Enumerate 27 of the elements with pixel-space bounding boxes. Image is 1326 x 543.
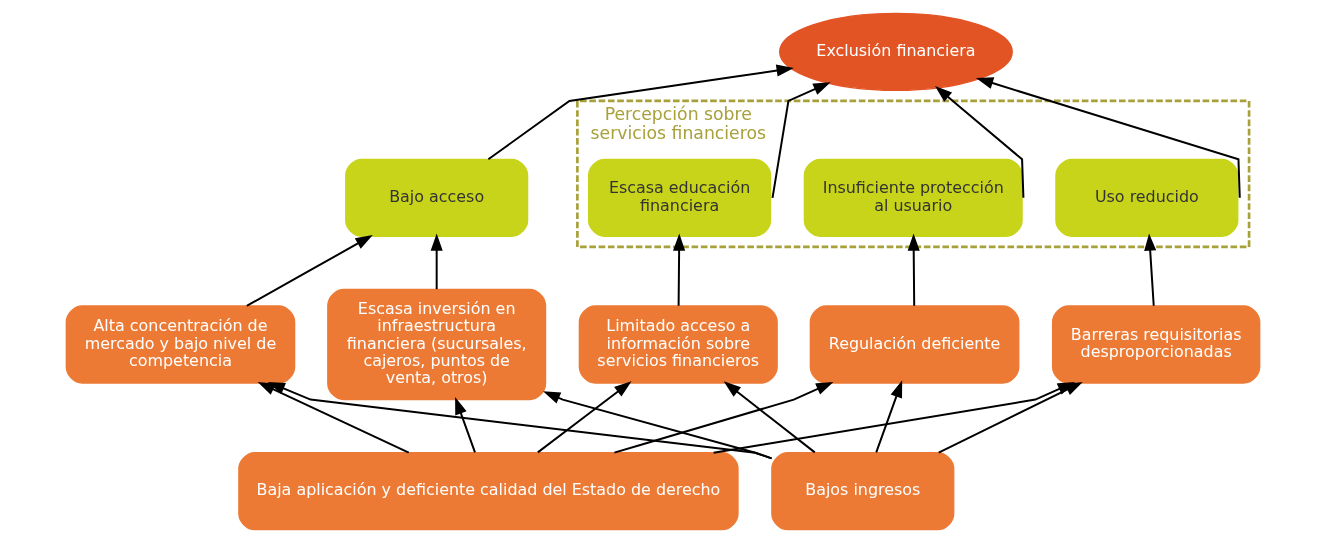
node-box: Limitado acceso a información sobre servicios financieros xyxy=(578,305,778,384)
arrow xyxy=(267,381,773,460)
node-box: Baja aplicación y deficiente calidad del Estado de derecho xyxy=(238,452,739,531)
node-box: Regulación deficiente xyxy=(809,305,1020,384)
arrow xyxy=(455,397,476,454)
node-box: Escasa educación financiera xyxy=(588,158,772,237)
arrow xyxy=(976,77,1241,199)
node-box: Alta concentración de mercado y bajo nivel de competencia xyxy=(65,305,296,384)
arrow xyxy=(613,381,834,454)
arrow xyxy=(257,381,410,454)
arrow xyxy=(673,233,686,307)
node-box: Bajos ingresos xyxy=(771,452,955,531)
arrow xyxy=(536,381,632,454)
arrow xyxy=(430,233,443,291)
arrow xyxy=(907,233,920,307)
arrow xyxy=(487,64,794,161)
node-box: Uso reducido xyxy=(1055,158,1239,237)
node-box: Insuficiente protección al usuario xyxy=(803,158,1023,237)
node-box: Bajo acceso xyxy=(345,158,529,237)
node-box: Escasa inversión en infraestructura financiera (sucursales, cajeros, puntos de venta, otros) xyxy=(327,288,547,401)
arrow xyxy=(934,85,1025,199)
arrow xyxy=(723,381,816,454)
arrow xyxy=(771,82,831,199)
arrow xyxy=(245,235,373,307)
arrow xyxy=(1144,233,1157,307)
arrow xyxy=(875,380,903,454)
node-box: Barreras requisitorias desproporcionadas xyxy=(1051,305,1261,384)
